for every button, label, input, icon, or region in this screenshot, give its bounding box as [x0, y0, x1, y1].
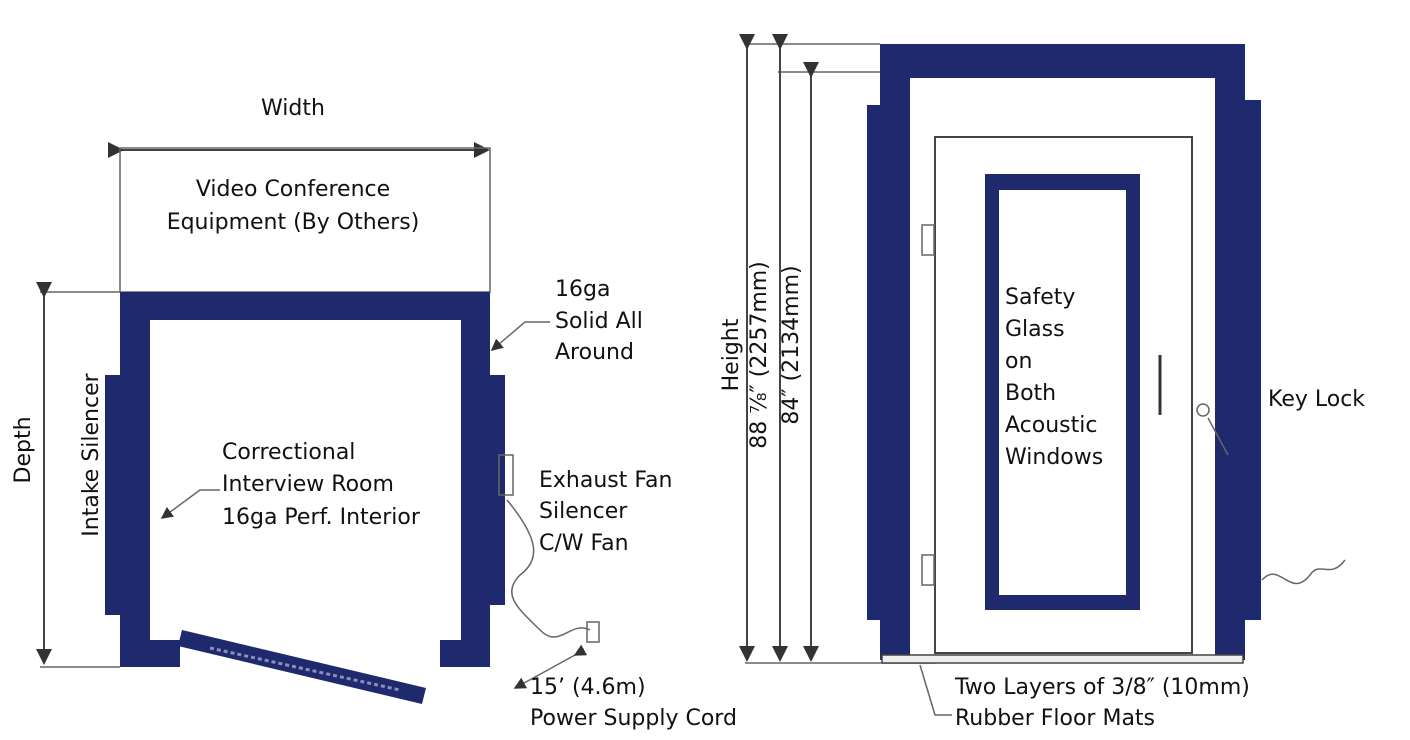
cord-label-2: Power Supply Cord: [530, 706, 737, 731]
key-lock-icon: [1196, 403, 1210, 417]
height-label: Height: [719, 318, 744, 391]
door: [934, 136, 1193, 654]
plug-icon: [586, 621, 600, 643]
safety-glass: [999, 190, 1126, 595]
cord-label-1: 15’ (4.6m): [530, 675, 646, 700]
solid-label-1: 16ga: [555, 277, 610, 302]
glass-label-1: Safety: [1005, 285, 1075, 310]
mats-label-1: Two Layers of 3/8″ (10mm): [954, 675, 1250, 700]
hinge-bottom-icon: [921, 554, 935, 586]
exhaust-label-3: C/W Fan: [539, 531, 629, 556]
mats-label-2: Rubber Floor Mats: [955, 706, 1155, 731]
solid-label-2: Solid All: [555, 309, 643, 334]
floor-mats: [881, 654, 1244, 664]
inner-height-value: 84″ (2134mm): [779, 265, 804, 424]
equipment-label-1: Video Conference: [196, 177, 390, 202]
elevation-view: Height 88 ⁷⁄₈″ (2257mm) 84″ (2134mm) Saf…: [719, 34, 1365, 731]
power-cord: [506, 499, 591, 638]
exhaust-label-2: Silencer: [539, 499, 628, 524]
key-lock-label: Key Lock: [1268, 387, 1365, 412]
room-label-2: Interview Room: [222, 472, 394, 497]
room-label-3: 16ga Perf. Interior: [222, 505, 421, 530]
glass-label-2: Glass: [1005, 317, 1065, 342]
exhaust-silencer-strip: [489, 375, 505, 605]
equipment-label-2: Equipment (By Others): [167, 210, 420, 235]
depth-label: Depth: [11, 416, 36, 483]
intake-silencer: [105, 375, 121, 615]
room-label-1: Correctional: [222, 440, 355, 465]
power-cord-elevation: [1261, 559, 1346, 585]
hinge-top-icon: [921, 224, 935, 256]
solid-label-3: Around: [555, 340, 634, 365]
exhaust-label-1: Exhaust Fan: [539, 468, 672, 493]
intake-silencer-label: Intake Silencer: [79, 372, 104, 536]
glass-label-6: Windows: [1005, 445, 1103, 470]
glass-label-4: Both: [1005, 381, 1056, 406]
glass-label-5: Acoustic: [1005, 413, 1097, 438]
plan-view: Width Video Conference Equipment (By Oth…: [11, 96, 737, 731]
outer-height-value: 88 ⁷⁄₈″ (2257mm): [747, 261, 772, 449]
width-label: Width: [261, 96, 325, 121]
glass-label-3: on: [1005, 349, 1032, 374]
exhaust-fan: [498, 454, 514, 496]
